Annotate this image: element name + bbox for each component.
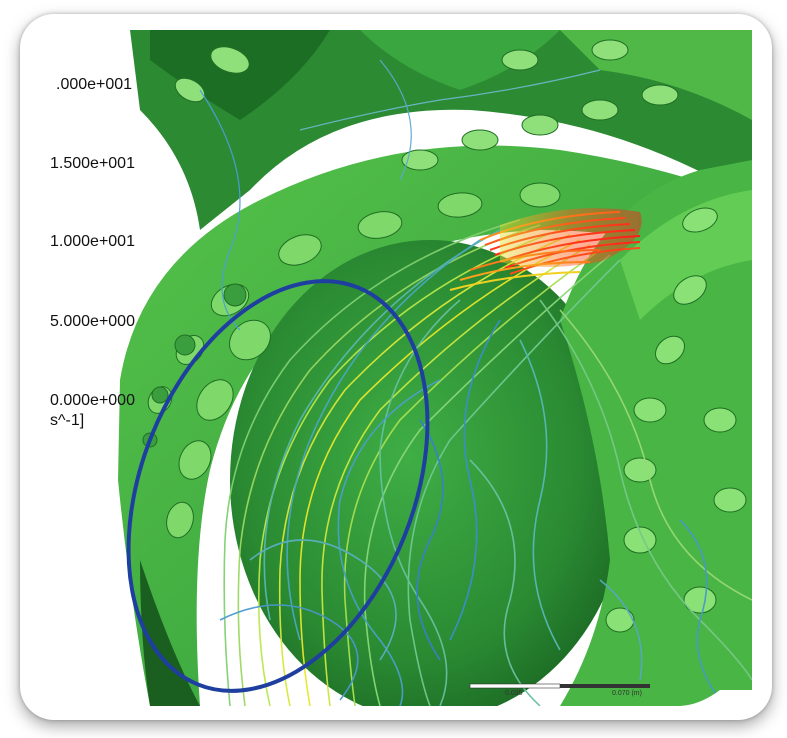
legend-value-1-5e1: 1.500e+001: [50, 155, 135, 172]
legend-value-top: .000e+001: [56, 76, 133, 93]
scale-bar-left-label: 0.035: [505, 690, 523, 697]
scale-bar-right-label: 0.070 (m): [612, 690, 642, 697]
legend-value-0-0e0: 0.000e+000: [50, 392, 135, 409]
legend-unit: s^-1]: [50, 412, 85, 429]
legend-value-5-0e0: 5.000e+000: [50, 313, 135, 330]
legend-value-1-0e1: 1.000e+001: [50, 233, 135, 250]
